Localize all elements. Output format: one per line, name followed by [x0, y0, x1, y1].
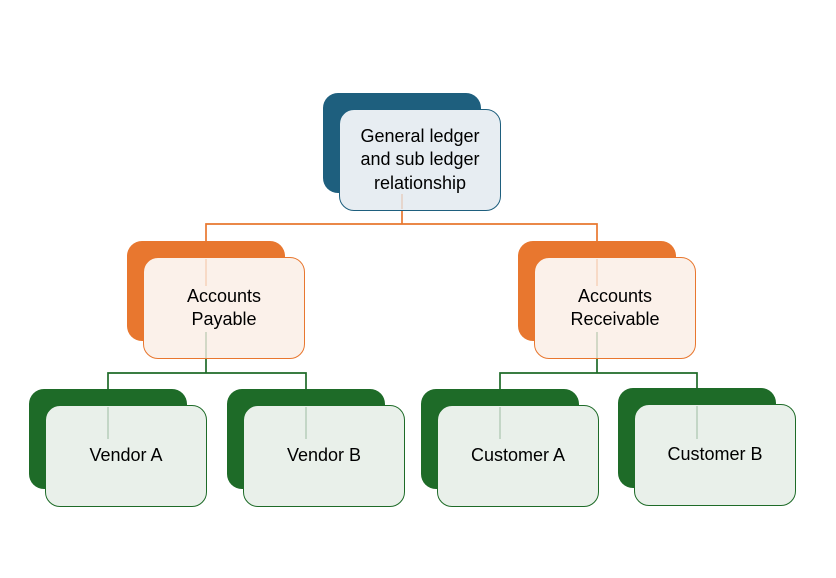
node-customer-a: Customer A	[421, 389, 599, 507]
node-vendor-b: Vendor B	[227, 389, 405, 507]
node-label: Accounts Receivable	[570, 285, 660, 329]
node-label: Vendor B	[286, 445, 362, 466]
node-label: General ledger and sub ledger relationsh…	[360, 126, 480, 193]
node-card: Vendor A	[45, 405, 207, 507]
node-label: Customer A	[470, 445, 566, 466]
node-label: Accounts Payable	[186, 285, 262, 329]
node-card: General ledger and sub ledger relationsh…	[339, 109, 501, 211]
node-label: Customer B	[667, 444, 763, 465]
node-accounts-receivable: Accounts Receivable	[518, 241, 696, 359]
node-card: Customer A	[437, 405, 599, 507]
node-card: Customer B	[634, 404, 796, 506]
node-vendor-a: Vendor A	[29, 389, 207, 507]
node-card: Accounts Receivable	[534, 257, 696, 359]
node-card: Vendor B	[243, 405, 405, 507]
node-card: Accounts Payable	[143, 257, 305, 359]
node-general-ledger: General ledger and sub ledger relationsh…	[323, 93, 501, 211]
node-customer-b: Customer B	[618, 388, 796, 506]
node-accounts-payable: Accounts Payable	[127, 241, 305, 359]
node-label: Vendor A	[89, 445, 163, 466]
